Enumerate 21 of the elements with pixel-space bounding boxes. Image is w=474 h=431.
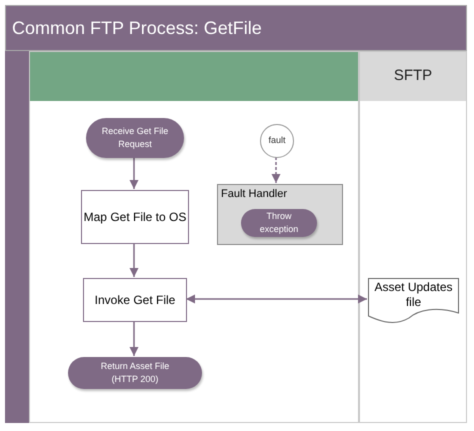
process-box [81, 190, 189, 244]
lane-title: SFTP [394, 66, 432, 86]
arrow [130, 321, 138, 356]
arrow [130, 157, 138, 189]
node-label: Invoke Get File [94, 292, 176, 309]
node-label: Throw exception [258, 210, 300, 236]
node-label: Map Get File to OS [84, 209, 186, 226]
arrow [272, 157, 280, 183]
group-heading: Fault Handler [221, 187, 288, 202]
node-label: Receive Get File Request [100, 125, 170, 151]
process-box [83, 278, 187, 322]
arrow [186, 294, 367, 304]
node-label: fault [268, 134, 286, 148]
swimlane [29, 51, 359, 423]
handler-box [217, 184, 343, 245]
swimlane [359, 51, 467, 423]
document-shape [368, 278, 459, 324]
node-label: Return Asset File (HTTP 200) [100, 360, 170, 386]
arrow [130, 243, 138, 277]
node-label: Asset Updates file [373, 280, 454, 311]
diagram-title: Common FTP Process: GetFile [12, 16, 262, 40]
